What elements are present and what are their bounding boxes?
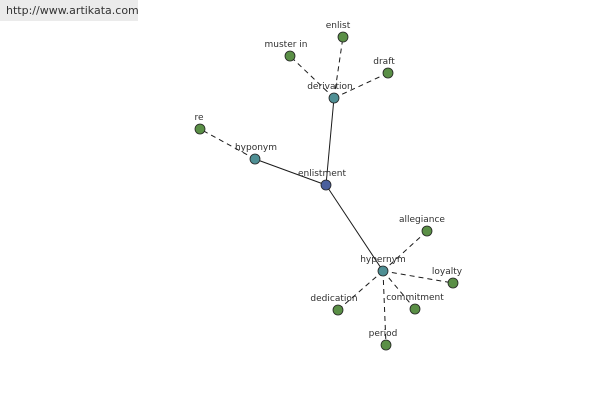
node-label-hyponym: hyponym [235, 143, 277, 153]
edge-hypernym-commitment [382, 270, 416, 310]
node-label-derivation: derivation [307, 82, 353, 92]
node-label-allegiance: allegiance [399, 215, 445, 225]
node-label-loyalty: loyalty [432, 267, 463, 277]
node-root-enlistment[interactable] [320, 179, 332, 191]
edge-hyponym-re [199, 128, 256, 160]
edge-root-derivation [325, 97, 335, 186]
graph-nodes [194, 31, 459, 351]
edge-derivation-draft [333, 72, 389, 99]
edge-derivation-enlist [333, 36, 344, 99]
node-label-hypernym: hypernym [360, 255, 406, 265]
edge-hypernym-period [382, 270, 387, 346]
node-label-draft: draft [373, 57, 395, 67]
graph-edges [199, 36, 454, 346]
node-label-enlist: enlist [326, 21, 351, 31]
node-leaf-draft[interactable] [382, 67, 394, 79]
node-relation-hypernym[interactable] [377, 265, 389, 277]
edge-hypernym-allegiance [382, 230, 428, 272]
node-leaf-allegiance[interactable] [421, 225, 433, 237]
node-label-period: period [369, 329, 398, 339]
edge-root-hypernym [325, 184, 384, 272]
node-label-dedication: dedication [310, 294, 357, 304]
node-leaf-muster-in[interactable] [284, 50, 296, 62]
node-leaf-dedication[interactable] [332, 304, 344, 316]
edge-hypernym-dedication [337, 270, 384, 311]
node-leaf-period[interactable] [380, 339, 392, 351]
edge-hypernym-loyalty [382, 270, 454, 284]
node-label-muster-in: muster in [265, 40, 308, 50]
url-banner[interactable]: http://www.artikata.com [0, 0, 139, 21]
node-label-re: re [194, 113, 204, 123]
node-label-commitment: commitment [386, 293, 444, 303]
node-leaf-re[interactable] [194, 123, 206, 135]
node-leaf-enlist[interactable] [337, 31, 349, 43]
edge-derivation-muster-in [289, 55, 335, 99]
graph-labels: enlistment derivation enlist muster in draft… [194, 21, 462, 339]
node-label-enlistment: enlistment [298, 169, 346, 179]
edge-root-hyponym [254, 158, 327, 186]
node-relation-hyponym[interactable] [249, 153, 261, 165]
node-leaf-commitment[interactable] [409, 303, 421, 315]
node-leaf-loyalty[interactable] [447, 277, 459, 289]
node-relation-derivation[interactable] [328, 92, 340, 104]
